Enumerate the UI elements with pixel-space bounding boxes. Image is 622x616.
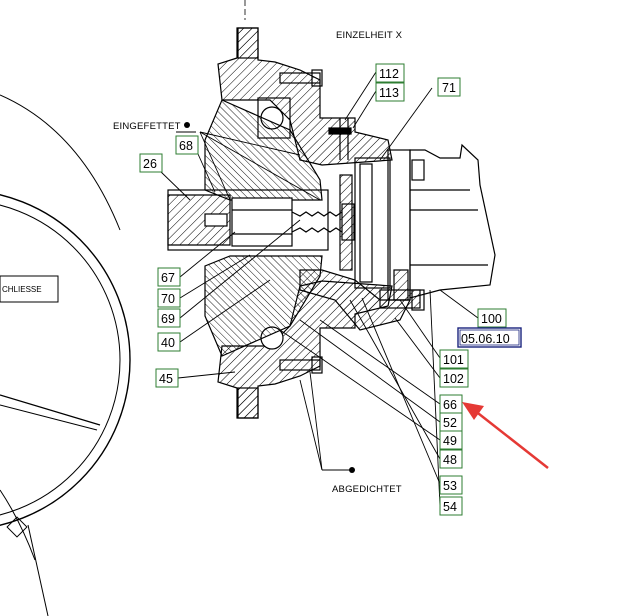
callout-68: 68: [179, 139, 193, 153]
callout-102: 102: [443, 372, 464, 386]
callout-26: 26: [143, 157, 157, 171]
callout-box-67: [157, 267, 181, 287]
callout-69: 69: [161, 312, 175, 326]
callout-box-70: [157, 288, 181, 308]
callout-112: 112: [379, 67, 399, 81]
assembly-section: [167, 0, 496, 419]
callout-box-26: [139, 153, 163, 173]
callout-67: 67: [161, 271, 175, 285]
callout-box-112: [375, 63, 405, 83]
callout-box-54: [439, 496, 463, 516]
callout-box-45: [155, 368, 179, 388]
date-text: 05.06.10: [461, 332, 510, 346]
callout-40: 40: [161, 336, 175, 350]
callout-group: [139, 63, 507, 516]
callout-box-48: [439, 449, 463, 469]
callout-box-40: [157, 332, 181, 352]
large-circle-outline: [0, 94, 131, 616]
callout-66: 66: [443, 398, 457, 412]
note-marker-greased: [184, 122, 190, 128]
callout-box-113: [375, 82, 405, 102]
callout-labels: 112 113 71 26 68 67 70 69 40 45 100 101 …: [143, 67, 502, 514]
detail-title: EINZELHEIT X: [336, 30, 403, 41]
callout-48: 48: [443, 453, 457, 467]
date-box: 05.06.10: [457, 327, 522, 348]
left-label-box: CHLIESSE: [0, 275, 59, 303]
left-label-text: CHLIESSE: [2, 285, 42, 294]
callout-71: 71: [442, 81, 456, 95]
callout-53: 53: [443, 479, 457, 493]
leader-lines: [158, 71, 479, 507]
sealed-note: ABGEDICHTET: [332, 484, 402, 495]
callout-box-102: [439, 368, 469, 388]
greased-note: EINGEFETTET: [113, 121, 181, 132]
callout-box-68: [175, 135, 199, 155]
callout-100: 100: [481, 312, 502, 326]
callout-54: 54: [443, 500, 457, 514]
callout-49: 49: [443, 434, 457, 448]
callout-box-71: [437, 77, 461, 97]
callout-52: 52: [443, 416, 457, 430]
callout-113: 113: [379, 86, 399, 100]
callout-box-69: [157, 308, 181, 328]
note-marker-sealed: [349, 467, 355, 473]
callout-70: 70: [161, 292, 175, 306]
callout-45: 45: [159, 372, 173, 386]
red-arrow-icon: [462, 402, 549, 469]
callout-box-49: [439, 430, 463, 450]
callout-101: 101: [443, 353, 464, 367]
callout-box-100: [477, 308, 507, 328]
callout-box-53: [439, 475, 463, 495]
callout-box-101: [439, 349, 469, 369]
